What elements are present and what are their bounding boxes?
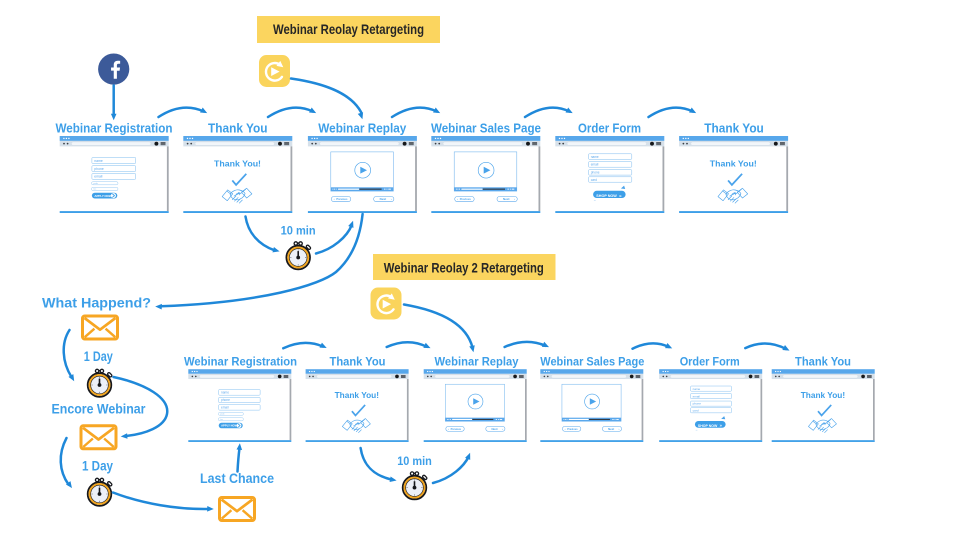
svg-text:10 min: 10 min bbox=[397, 454, 432, 468]
svg-text:Order Form: Order Form bbox=[578, 121, 641, 136]
svg-text:Webinar Sales Page: Webinar Sales Page bbox=[431, 121, 541, 136]
svg-text:Thank You: Thank You bbox=[704, 121, 764, 136]
svg-text:Webinar Reolay 2 Retargeting: Webinar Reolay 2 Retargeting bbox=[384, 260, 544, 275]
svg-text:Webinar Replay: Webinar Replay bbox=[318, 121, 407, 136]
svg-text:Webinar Registration: Webinar Registration bbox=[184, 355, 297, 369]
svg-text:Order Form: Order Form bbox=[680, 355, 740, 369]
svg-text:Encore Webinar: Encore Webinar bbox=[52, 401, 146, 417]
svg-text:Thank You: Thank You bbox=[795, 355, 851, 369]
svg-text:Webinar Reolay Retargeting: Webinar Reolay Retargeting bbox=[273, 22, 424, 37]
svg-text:10 min: 10 min bbox=[281, 223, 316, 237]
svg-text:Webinar Registration: Webinar Registration bbox=[56, 121, 173, 136]
svg-text:Webinar Replay: Webinar Replay bbox=[435, 355, 519, 369]
svg-text:Thank You: Thank You bbox=[330, 355, 386, 369]
svg-text:1 Day: 1 Day bbox=[82, 459, 113, 474]
svg-text:What Happend?: What Happend? bbox=[42, 296, 151, 311]
svg-text:Thank You: Thank You bbox=[208, 121, 268, 136]
svg-text:Webinar Sales Page: Webinar Sales Page bbox=[540, 355, 644, 369]
svg-text:1 Day: 1 Day bbox=[84, 349, 113, 364]
svg-text:Last Chance: Last Chance bbox=[200, 470, 274, 486]
